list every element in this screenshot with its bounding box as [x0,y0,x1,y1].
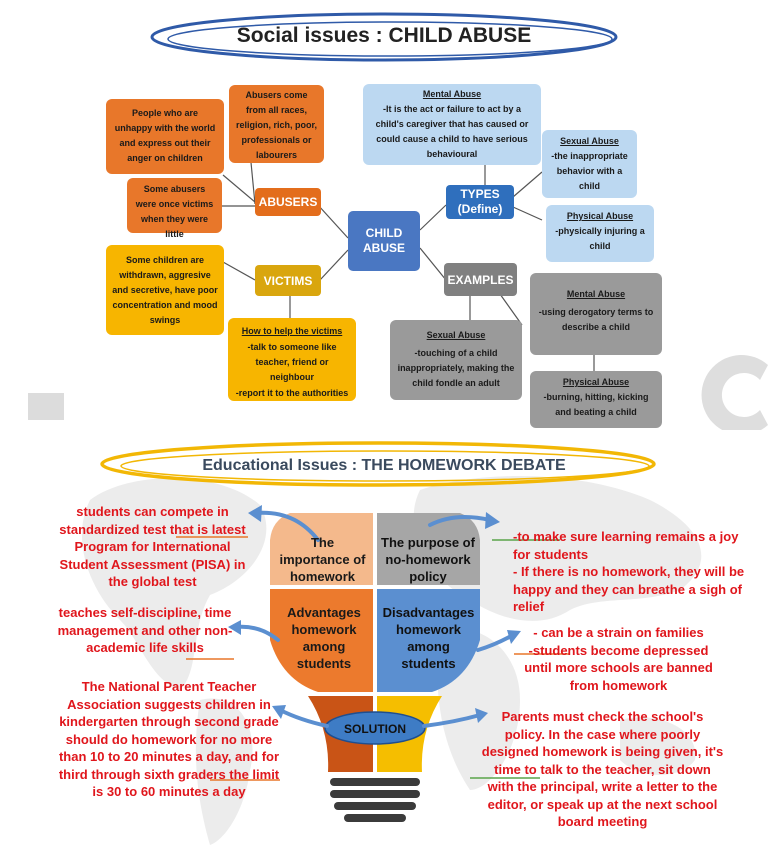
abusers-note-races: Abusers come from all races, religion, r… [229,85,324,163]
note-compete-standardized-test: students can compete in standardized tes… [59,504,246,589]
quadrant-importance: The importance of homework [279,535,366,584]
examples-mental-abuse: Mental Abuse -using derogatory terms to … [530,273,662,355]
type-title: Mental Abuse [422,89,482,99]
top-decor [28,12,768,430]
example-text: -using derogatory terms to describe a ch… [538,307,654,332]
help-title: How to help the victims [241,326,343,336]
help-item: -report it to the authorities [235,388,349,398]
types-sexual-abuse: Sexual Abuse -the inappropriate behavior… [542,130,637,198]
example-title: Physical Abuse [562,377,630,387]
type-title: Physical Abuse [566,211,634,221]
examples-node: EXAMPLES [444,263,517,296]
note-self-discipline: teaches self-discipline, time management… [57,605,233,655]
note-pta-limit: The National Parent Teacher Association … [58,679,280,799]
note-joy: -to make sure learning remains a joy for… [513,529,739,562]
abusers-note-unhappy: People who are unhappy with the world an… [106,99,224,174]
note-relief: - If there is no homework, they will be … [513,564,745,614]
bottom-title: Educational Issues : THE HOMEWORK DEBATE [202,457,566,474]
lightbulb [270,513,480,822]
victims-note: Some children are withdrawn, aggresive a… [106,245,224,335]
abusers-note-once-victims: Some abusers were once victims when they… [127,178,222,239]
note-strain: - can be a strain on families [533,625,704,640]
examples-physical-abuse: Physical Abuse -burning, hitting, kickin… [530,371,662,428]
example-title: Sexual Abuse [426,330,486,340]
top-title: Social issues : CHILD ABUSE [236,24,532,47]
types-physical-abuse: Physical Abuse -physically injuring a ch… [546,205,654,262]
types-node: TYPES (Define) [446,185,514,219]
how-to-help-victims: How to help the victims -talk to someone… [228,318,356,401]
child-abuse-center-node: CHILD ABUSE [348,211,420,271]
victims-node: VICTIMS [255,265,321,296]
examples-sexual-abuse: Sexual Abuse -touching of a child inappr… [390,320,522,400]
note-purpose-group: -to make sure learning remains a joy for… [513,528,758,616]
note-disadvantages-group: - can be a strain on families -students … [516,624,721,694]
quadrant-advantages: Advantages homework among students [287,605,361,671]
type-title: Sexual Abuse [560,136,619,146]
type-text: -the inappropriate behavior with a child [551,151,628,191]
quadrant-disadvantages: Disadvantages homework among students [382,605,475,671]
example-text: -burning, hitting, kicking and beating a… [543,392,649,417]
type-text: -It is the act or failure to act by a ch… [375,104,529,159]
bottom-decor [81,441,702,845]
example-title: Mental Abuse [566,289,626,299]
solution-label: SOLUTION [344,722,406,736]
quadrant-purpose: The purpose of no-homework policy [381,535,475,584]
type-text: -physically injuring a child [555,226,645,251]
note-depressed: -students become depressed until more sc… [524,642,713,693]
types-mental-abuse: Mental Abuse -It is the act or failure t… [363,84,541,165]
abusers-node: ABUSERS [255,188,321,216]
help-item: -talk to someone like teacher, friend or… [247,342,337,382]
example-text: -touching of a child inappropriately, ma… [397,348,515,388]
note-parents-check-policy: Parents must check the school's policy. … [481,709,724,829]
